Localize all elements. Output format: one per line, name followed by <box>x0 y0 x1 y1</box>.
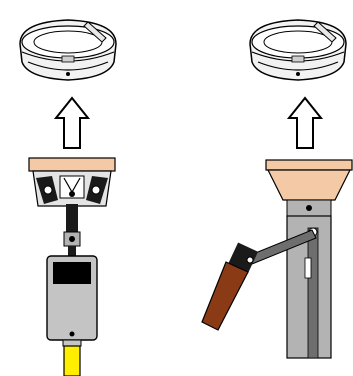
battery-handle-left <box>46 255 98 347</box>
left-panel <box>19 19 117 376</box>
right-panel <box>201 19 353 359</box>
up-arrow-left <box>53 96 91 149</box>
tool-shaft-left <box>63 204 81 256</box>
release-lever-right <box>201 229 317 331</box>
up-arrow-right <box>286 96 324 149</box>
removal-tool-head-left <box>28 157 116 207</box>
smoke-detector-left <box>19 19 117 81</box>
power-cable-left <box>63 345 81 376</box>
removal-tool-cup-right <box>265 159 353 217</box>
smoke-detector-right <box>249 19 347 81</box>
